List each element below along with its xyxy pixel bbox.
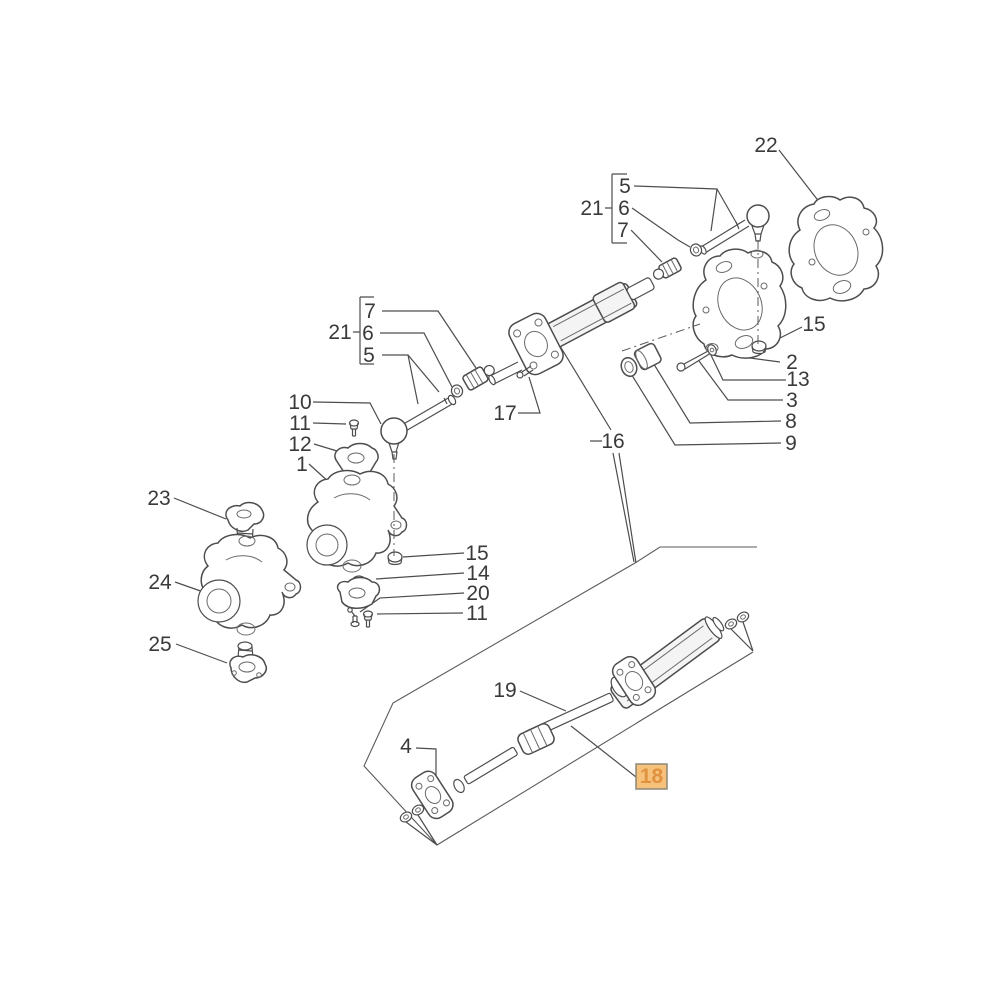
- grease-fitting-20: [347, 607, 360, 628]
- part-label-13: 13: [786, 368, 809, 391]
- part-label-6-left: 6: [362, 322, 374, 345]
- part-label-5-top: 5: [619, 175, 631, 198]
- part-label-15-center: 15: [465, 542, 488, 565]
- part-label-8: 8: [785, 410, 797, 433]
- part-label-10: 10: [288, 391, 311, 414]
- part-label-21-left: 21: [328, 321, 351, 344]
- leader-lines: [173, 149, 821, 846]
- flange-4: [410, 770, 454, 820]
- bolt-11-top: [348, 419, 360, 437]
- part-label-7-top: 7: [617, 219, 629, 242]
- highlighted-part-callout-18[interactable]: 18: [635, 763, 668, 790]
- knuckle-housing-24: [197, 533, 302, 636]
- part-label-3: 3: [786, 389, 798, 412]
- part-label-23: 23: [147, 487, 170, 510]
- part-label-20: 20: [466, 582, 489, 605]
- part-label-22: 22: [754, 134, 777, 157]
- part-label-4: 4: [400, 735, 412, 758]
- callout-labels: 22 21 5 6 7 15 2 13 3 8 9 16 17 21 7 6 5…: [147, 134, 825, 758]
- knuckle-housing-1: [306, 469, 408, 573]
- part-label-9: 9: [785, 432, 797, 455]
- bolt-11-center: [362, 610, 374, 628]
- part-label-21-top: 21: [580, 197, 603, 220]
- part-label-1: 1: [296, 453, 308, 476]
- bolt-17: [516, 365, 534, 379]
- tie-rod-end-right: [652, 204, 770, 280]
- king-pin-25: [229, 641, 267, 684]
- knuckle-housing-2: [692, 248, 787, 359]
- bushing-seal-bolt-set: [620, 340, 767, 378]
- part-label-11-top: 11: [289, 412, 311, 435]
- part-label-2: 2: [786, 351, 798, 374]
- part-label-12: 12: [288, 433, 311, 456]
- part-label-18[interactable]: 18: [640, 765, 664, 788]
- knuckle-housing-22: [788, 195, 884, 302]
- swivel-plate-14: [336, 575, 381, 609]
- part-label-14: 14: [466, 562, 490, 585]
- centerlines: [393, 240, 759, 556]
- part-label-16: 16: [601, 430, 624, 453]
- cylinder-assembly-18: [399, 611, 750, 823]
- mounting-nuts: [399, 611, 750, 823]
- part-label-6-top: 6: [618, 197, 630, 220]
- part-label-7-left: 7: [364, 300, 376, 323]
- part-label-24: 24: [148, 571, 172, 594]
- part-label-25: 25: [148, 633, 171, 656]
- part-label-5-left: 5: [363, 344, 375, 367]
- nut-15-center: [387, 551, 403, 566]
- part-label-11-center: 11: [466, 602, 488, 625]
- part-label-17: 17: [493, 402, 516, 425]
- tie-rod-end-left: [380, 364, 495, 460]
- part-label-19: 19: [493, 679, 516, 702]
- part-label-15-right: 15: [802, 313, 825, 336]
- steering-cylinder-16: [488, 277, 655, 386]
